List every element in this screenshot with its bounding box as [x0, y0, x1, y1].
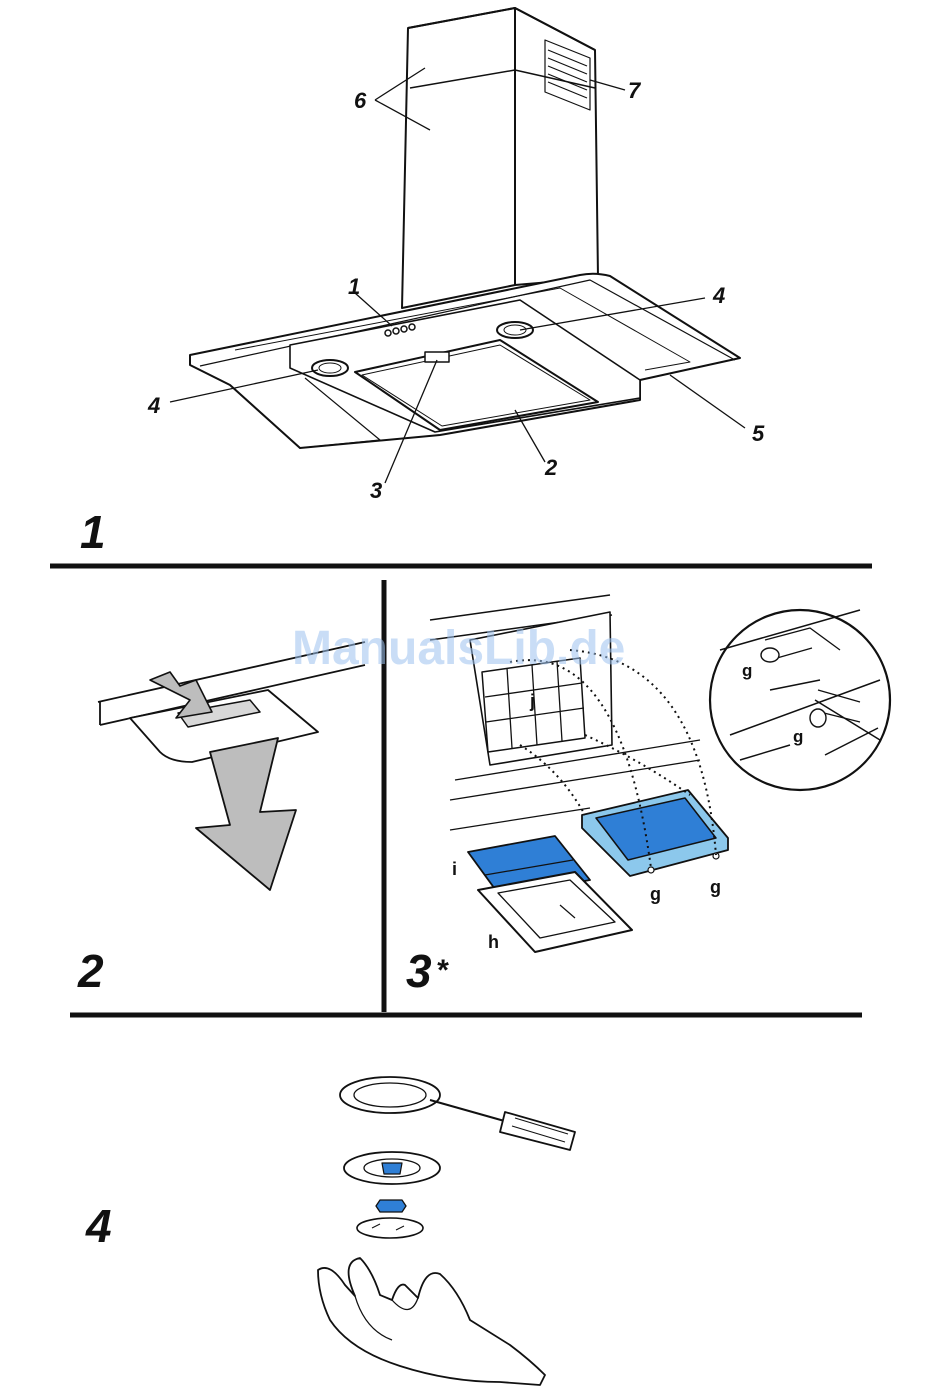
label-g-1: g: [650, 884, 661, 904]
figure-number-3: 3: [406, 945, 432, 997]
figure-number-4: 4: [85, 1200, 112, 1252]
bulb-icon: [376, 1200, 406, 1212]
hand-icon: [318, 1258, 545, 1385]
callout-2: 2: [544, 455, 558, 480]
callout-6: 6: [354, 88, 367, 113]
callout-4-right: 4: [712, 283, 725, 308]
label-i: i: [452, 859, 457, 879]
callout-1: 1: [348, 274, 360, 299]
callout-4-left: 4: [147, 393, 160, 418]
label-j: j: [529, 691, 535, 711]
callout-5: 5: [752, 421, 765, 446]
down-arrow: [196, 738, 296, 890]
figure-1-hood: [170, 8, 745, 483]
label-h: h: [488, 932, 499, 952]
figure-2-filter-release: [98, 642, 365, 890]
label-g-3: g: [742, 661, 752, 680]
label-g-4: g: [793, 727, 803, 746]
figure-3-marker: *: [436, 954, 449, 987]
detail-magnifier: [710, 610, 890, 790]
label-g-2: g: [710, 877, 721, 897]
callout-3: 3: [370, 478, 382, 503]
figure-4-lamp-replacement: [318, 1077, 575, 1385]
figure-number-1: 1: [80, 506, 106, 558]
screwdriver-icon: [500, 1112, 575, 1150]
figure-number-2: 2: [77, 945, 104, 997]
callout-7: 7: [628, 78, 642, 103]
watermark: ManualsLib.de: [292, 622, 625, 675]
